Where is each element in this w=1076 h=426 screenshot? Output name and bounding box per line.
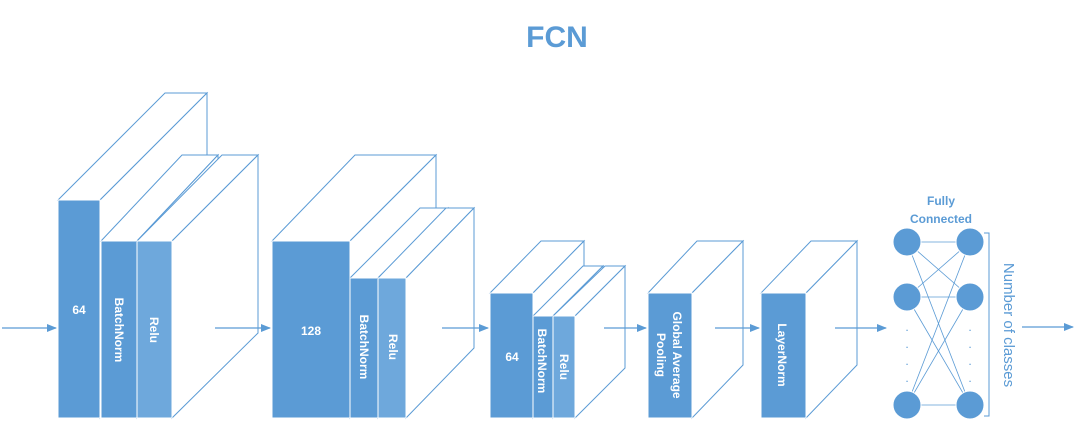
fc-output-node — [955, 227, 985, 257]
fc-input-node — [892, 227, 922, 257]
conv-128-label: 128 — [301, 324, 321, 338]
number-of-classes-label: Number of classes — [1000, 263, 1017, 387]
diagram-title: FCN — [526, 21, 588, 54]
batchnorm-label: BatchNorm — [535, 329, 549, 394]
batchnorm-label: BatchNorm — [112, 298, 126, 363]
global-average-pooling-layer: Global Average Pooling — [646, 239, 745, 420]
conv-block-1: 64 BatchNorm Relu — [56, 91, 260, 420]
layernorm-label: LayerNorm — [775, 323, 789, 386]
relu-layer — [551, 264, 627, 420]
svg-text:.: . — [968, 371, 971, 385]
fc-title-line2: Connected — [910, 212, 972, 226]
relu-label: Relu — [557, 354, 571, 380]
conv-block-3: 64 BatchNorm Relu — [488, 239, 627, 420]
svg-text:.: . — [905, 371, 908, 385]
fc-output-node — [955, 282, 985, 312]
relu-layer — [135, 153, 260, 420]
relu-layer — [376, 206, 476, 420]
layernorm-layer: LayerNorm — [759, 239, 859, 420]
fc-input-node — [892, 390, 922, 420]
fc-output-node — [955, 390, 985, 420]
fc-connections — [906, 241, 971, 406]
batchnorm-label: BatchNorm — [357, 315, 371, 380]
gap-label-line2: Pooling — [654, 333, 668, 377]
fc-input-node — [892, 282, 922, 312]
fc-ellipsis: . . . . . . . . — [905, 320, 971, 385]
conv-block-2: 128 BatchNorm Relu — [270, 153, 476, 420]
relu-label: Relu — [147, 317, 161, 343]
fully-connected-layer: Fully Connected . . . . . . . . — [892, 194, 1017, 420]
svg-text:.: . — [905, 337, 908, 351]
fc-title-line1: Fully — [927, 194, 955, 208]
svg-text:.: . — [905, 354, 908, 368]
svg-text:.: . — [968, 354, 971, 368]
svg-text:.: . — [968, 337, 971, 351]
svg-text:.: . — [968, 320, 971, 334]
conv-64-label: 64 — [505, 350, 519, 364]
relu-label: Relu — [386, 334, 400, 360]
gap-label-line1: Global Average — [670, 311, 684, 398]
conv-64-label: 64 — [72, 303, 86, 317]
svg-text:.: . — [905, 320, 908, 334]
output-bracket — [984, 232, 990, 417]
